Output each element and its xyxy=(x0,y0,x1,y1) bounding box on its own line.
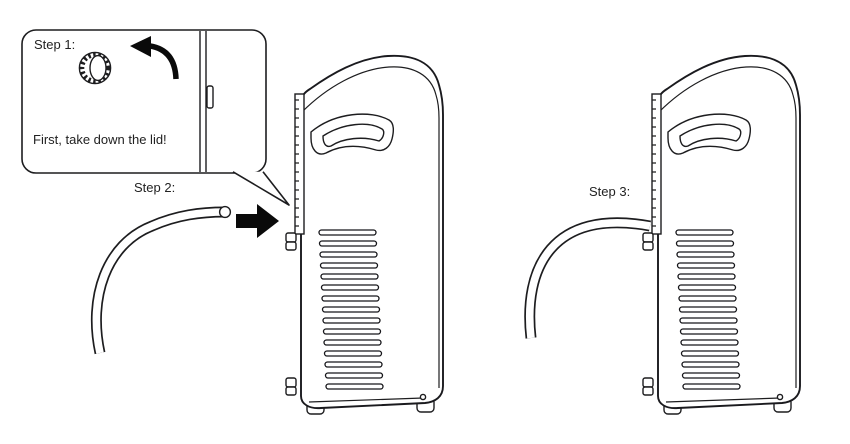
callout-appliance-edge xyxy=(199,31,207,172)
callout-tail xyxy=(232,171,290,206)
step2-label: Step 2: xyxy=(134,180,175,195)
ac-unit-1 xyxy=(285,54,444,415)
ac-unit-2 xyxy=(642,54,801,415)
knob-icon xyxy=(78,51,112,85)
rotate-ccw-arrow-icon xyxy=(130,36,179,80)
step1-callout: Step 1: First, take down the lid! xyxy=(21,29,290,206)
insert-arrow-icon xyxy=(236,204,279,238)
step3-hose-illustration xyxy=(524,217,651,339)
step1-label: Step 1: xyxy=(34,37,75,52)
callout-bubble xyxy=(21,29,267,174)
hose-open-end xyxy=(218,205,232,219)
lid-latch xyxy=(206,85,214,109)
step1-instruction: First, take down the lid! xyxy=(33,132,167,147)
step2-hose-illustration xyxy=(90,205,232,355)
step3-label: Step 3: xyxy=(589,184,630,199)
